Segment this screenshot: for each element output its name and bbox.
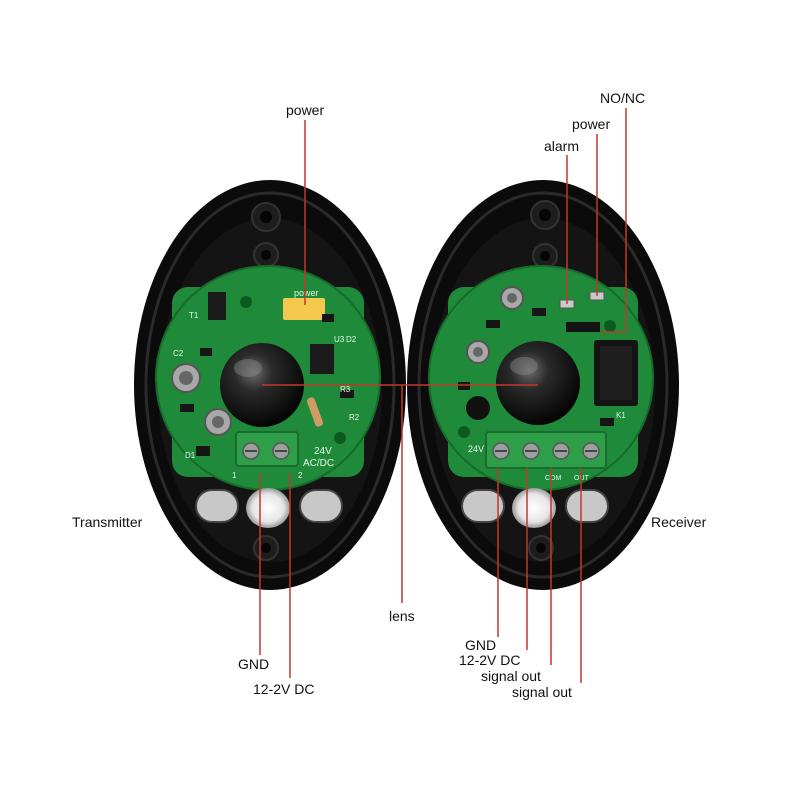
callout-rx-signal-out-2: signal out [512, 684, 572, 700]
receiver-unit: 24V COM OUT K1 [407, 180, 679, 590]
tx-pcb-pin1: 1 [232, 471, 237, 480]
callout-rx-gnd: GND [465, 637, 497, 653]
receiver-terminal-block [485, 431, 607, 469]
rx-pcb-24v: 24V [468, 444, 484, 454]
tx-pcb-acdc: AC/DC [303, 458, 334, 469]
tx-pcb-r3: R3 [340, 385, 351, 394]
callout-tx-dc: 12-2V DC [253, 681, 315, 697]
callout-rx-alarm: alarm [544, 138, 580, 154]
tx-pcb-d2: D2 [346, 335, 357, 344]
rx-pcb-k1: K1 [616, 411, 626, 420]
label-transmitter: Transmitter [72, 514, 143, 530]
callout-rx-dc: 12-2V DC [459, 652, 521, 668]
receiver-lens [496, 341, 580, 425]
label-receiver: Receiver [651, 514, 707, 530]
callout-rx-signal-out-1: signal out [481, 668, 541, 684]
rx-pcb-com: COM [545, 475, 562, 482]
tx-pcb-24v: 24V [314, 446, 332, 457]
tx-pcb-t1: T1 [189, 311, 199, 320]
tx-pcb-u3: U3 [334, 335, 345, 344]
tx-pcb-d1: D1 [185, 451, 196, 460]
callout-lens: lens [389, 608, 415, 624]
tx-pcb-r2: R2 [349, 413, 360, 422]
callout-tx-power: power [286, 102, 325, 118]
callout-rx-nonc: NO/NC [600, 90, 646, 106]
tx-pcb-c2: C2 [173, 349, 184, 358]
tx-pcb-power: power [294, 288, 319, 298]
transmitter-cable-hole [246, 488, 290, 528]
receiver-nonc-jumper [566, 322, 600, 332]
callout-rx-power: power [572, 116, 611, 132]
transmitter-power-capacitor [283, 298, 325, 320]
tx-pcb-pin2: 2 [298, 471, 303, 480]
transmitter-unit: power 24V AC/DC T1 C2 D1 R2 R3 D2 U3 1 2 [134, 180, 406, 590]
leader-lines [259, 108, 627, 683]
callout-tx-gnd: GND [238, 656, 270, 672]
receiver-cable-hole [512, 488, 556, 528]
